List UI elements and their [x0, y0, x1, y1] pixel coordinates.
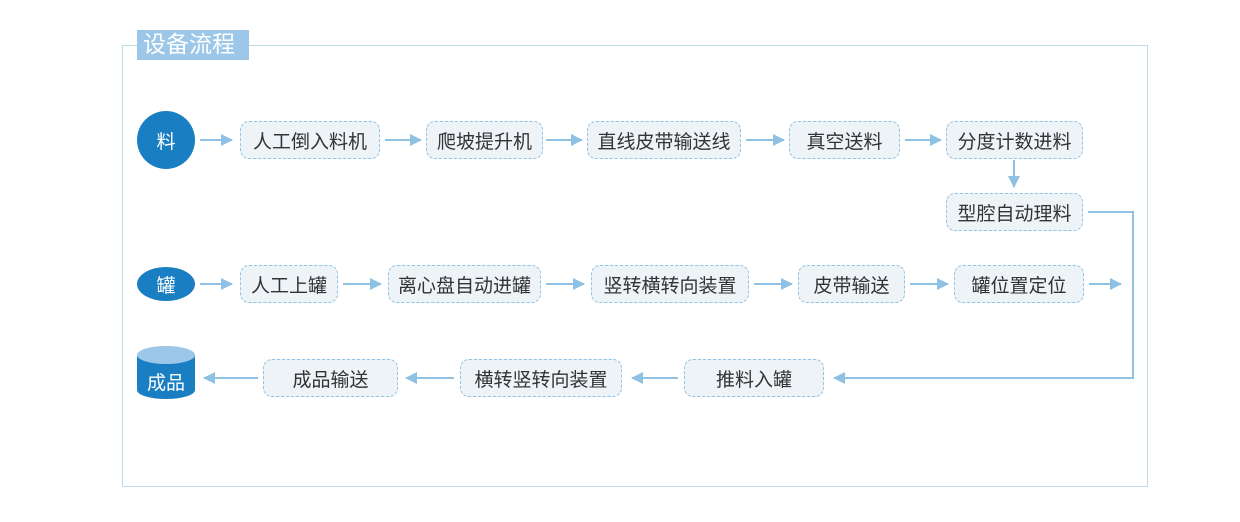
step-cavity-sorting: 型腔自动理料	[946, 193, 1083, 231]
step-vertical-to-horizontal: 竖转横转向装置	[591, 265, 749, 303]
connector-s6-to-r1	[833, 211, 1134, 384]
material-start-node: 料	[137, 111, 195, 169]
product-cylinder-shape	[137, 346, 195, 399]
step-centrifugal-feed: 离心盘自动进罐	[388, 265, 541, 303]
diagram-title: 设备流程	[137, 30, 249, 60]
can-start-node: 罐	[137, 267, 195, 301]
diagram-frame	[122, 45, 1148, 487]
step-horizontal-to-vertical: 横转竖转向装置	[460, 359, 622, 397]
step-vacuum-feed: 真空送料	[789, 121, 900, 159]
product-end-node: 成品	[146, 371, 185, 394]
step-can-positioning: 罐位置定位	[954, 265, 1084, 303]
step-indexing-feed: 分度计数进料	[946, 121, 1083, 159]
step-push-into-can: 推料入罐	[684, 359, 824, 397]
step-slope-elevator: 爬坡提升机	[426, 121, 543, 159]
step-belt-conveyor: 直线皮带输送线	[587, 121, 741, 159]
step-belt-transport: 皮带输送	[798, 265, 905, 303]
step-manual-can-load: 人工上罐	[240, 265, 338, 303]
step-manual-pour: 人工倒入料机	[240, 121, 380, 159]
step-product-conveyor: 成品输送	[263, 359, 398, 397]
